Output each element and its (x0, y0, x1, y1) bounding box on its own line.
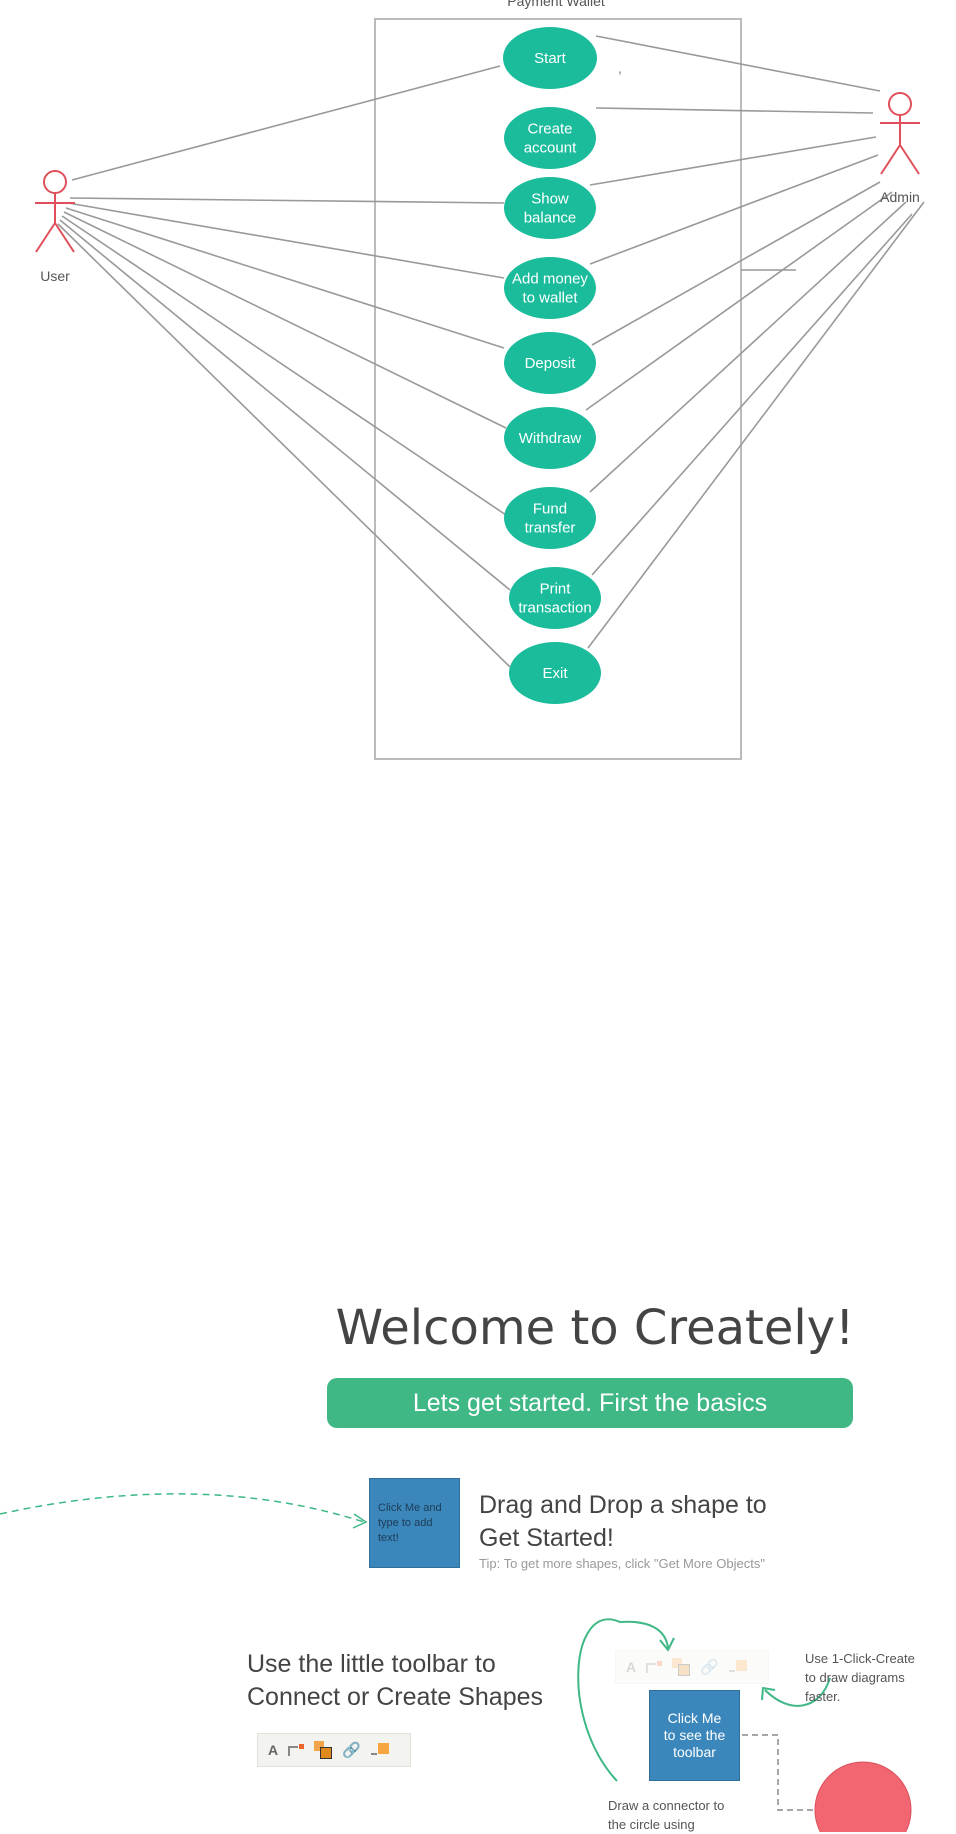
use-case-withdraw[interactable]: Withdraw (504, 407, 596, 469)
use-case-label: Show (531, 191, 569, 208)
curved-arrow-left-head (659, 1637, 675, 1652)
use-case-deposit[interactable]: Deposit (504, 332, 596, 394)
click-box-line-2: to see the (663, 1727, 726, 1743)
text-tool-icon[interactable]: A (268, 1742, 279, 1758)
association-admin-deposit[interactable] (591, 181, 881, 346)
association-admin-show-balance[interactable] (589, 136, 877, 186)
use-case-label: transfer (525, 520, 576, 537)
use-case-label: account (524, 140, 577, 157)
connector-note-line-1: Draw a connector to (608, 1798, 725, 1813)
one-click-note-line-1: Use 1-Click-Create (805, 1651, 915, 1666)
welcome-title: Welcome to Creately! (335, 1300, 855, 1356)
use-case-label: balance (524, 210, 577, 227)
association-user-add-money[interactable] (67, 202, 505, 279)
use-case-add-money[interactable]: Add money to wallet (504, 257, 596, 319)
use-case-label: Deposit (525, 355, 577, 372)
connector-group (57, 35, 925, 668)
red-circle[interactable] (814, 1761, 912, 1832)
use-case-show-balance[interactable]: Show balance (504, 177, 596, 239)
use-case-ellipse[interactable] (503, 27, 597, 89)
use-case-label: Add money (512, 271, 588, 288)
association-user-withdraw[interactable] (63, 211, 507, 429)
create-tool-icon[interactable] (370, 1743, 389, 1757)
use-case-label: to wallet (522, 290, 578, 307)
faded-toolbar: A 🔗 (615, 1650, 769, 1684)
dashed-arrow-head (352, 1513, 368, 1529)
association-admin-exit[interactable] (587, 201, 925, 649)
connector-note: Draw a connector to the circle using (608, 1796, 724, 1834)
use-case-ellipse[interactable] (504, 257, 596, 319)
drag-heading-line-2: Get Started! (479, 1524, 614, 1552)
system-boundary (374, 18, 742, 760)
faded-connector-tool-icon (646, 1661, 663, 1673)
faded-link-tool-icon: 🔗 (700, 1659, 719, 1676)
use-case-fund-transfer[interactable]: Fund transfer (504, 487, 596, 549)
mini-toolbar[interactable]: A 🔗 (257, 1733, 411, 1767)
use-case-ellipse[interactable] (509, 567, 601, 629)
use-case-ellipse[interactable] (504, 487, 596, 549)
connector-tool-icon[interactable] (288, 1744, 305, 1756)
use-case-ellipse[interactable] (504, 332, 596, 394)
one-click-note-line-2: to draw diagrams (805, 1670, 905, 1685)
faded-shapes-tool-icon (672, 1658, 691, 1676)
use-case-create-account[interactable]: Create account (504, 107, 596, 169)
actor-admin-label: Admin (880, 189, 920, 205)
tip-text: Tip: To get more shapes, click "Get More… (479, 1556, 765, 1571)
toolbar-heading-line-2: Connect or Create Shapes (247, 1683, 544, 1711)
one-click-note: Use 1-Click-Create to draw diagrams fast… (805, 1649, 915, 1706)
association-admin-add-money[interactable] (589, 154, 879, 265)
curved-arrow-right (764, 1677, 831, 1707)
association-user-deposit[interactable] (65, 207, 505, 349)
curved-arrow-left (577, 1618, 669, 1782)
actor-admin[interactable] (880, 92, 920, 175)
connector-note-line-2: the circle using (608, 1817, 695, 1832)
association-user-print-transaction[interactable] (59, 219, 511, 591)
use-case-label: Print (540, 581, 572, 598)
click-me-box[interactable]: Click Me to see the toolbar (649, 1690, 740, 1781)
link-tool-icon[interactable]: 🔗 (342, 1742, 361, 1759)
system-title: Payment Wallet (507, 0, 605, 9)
curved-arrow-right-head (761, 1686, 776, 1701)
actor-user[interactable] (35, 170, 75, 253)
dashed-connector (742, 1734, 818, 1811)
use-case-ellipse[interactable] (504, 107, 596, 169)
use-case-print-transaction[interactable]: Print transaction (509, 567, 601, 629)
use-case-start[interactable]: Start (503, 27, 597, 89)
dashed-arrow (0, 1493, 365, 1523)
one-click-note-line-3: faster. (805, 1689, 841, 1704)
association-user-start[interactable] (71, 65, 501, 181)
association-admin-print-transaction[interactable] (591, 213, 913, 576)
use-case-ellipse[interactable] (509, 642, 601, 704)
association-admin-fund-transfer[interactable] (589, 201, 907, 493)
association-user-show-balance[interactable] (69, 197, 505, 204)
use-case-label: Create (527, 121, 572, 138)
use-case-label: Fund (533, 501, 567, 518)
use-case-label: Exit (542, 665, 568, 682)
use-case-ellipse[interactable] (504, 407, 596, 469)
click-box-line-3: toolbar (673, 1744, 716, 1760)
welcome-banner: Lets get started. First the basics (327, 1378, 853, 1428)
association-admin-create-account[interactable] (595, 107, 874, 114)
association-admin-start[interactable] (595, 35, 881, 92)
sample-shape-note[interactable]: Click Me and type to add text! (369, 1478, 460, 1568)
faded-text-tool-icon: A (626, 1659, 637, 1675)
use-case-label: Withdraw (519, 430, 582, 447)
use-case-ellipse[interactable] (504, 177, 596, 239)
stray-mark: , (618, 60, 622, 76)
click-box-line-1: Click Me (667, 1710, 722, 1726)
toolbar-heading-line-1: Use the little toolbar to (247, 1650, 496, 1678)
use-case-label: Start (534, 50, 567, 67)
association-user-fund-transfer[interactable] (61, 215, 507, 516)
drag-heading-line-1: Drag and Drop a shape to (479, 1491, 767, 1519)
faded-create-tool-icon (728, 1660, 747, 1674)
actor-user-label: User (40, 268, 70, 284)
association-user-exit[interactable] (57, 223, 511, 668)
use-case-exit[interactable]: Exit (509, 642, 601, 704)
association-admin-withdraw[interactable] (585, 191, 893, 411)
shapes-tool-icon[interactable] (314, 1741, 333, 1759)
use-case-label: transaction (518, 600, 591, 617)
